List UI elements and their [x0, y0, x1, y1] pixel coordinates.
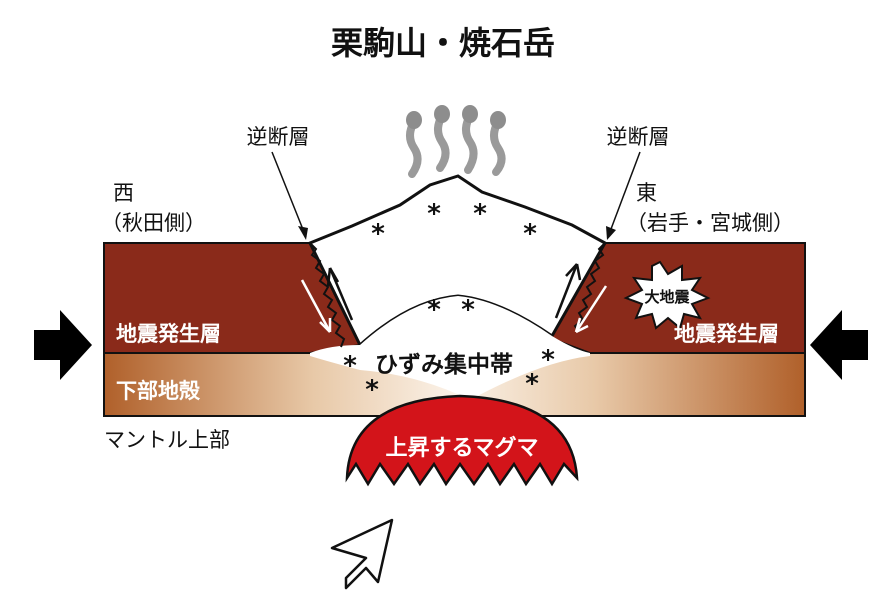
reverse-fault-left-line	[309, 242, 346, 348]
compression-arrow-left	[34, 310, 92, 380]
reverse-fault-left-pointer	[271, 151, 307, 238]
quake-asterisk: *	[525, 369, 539, 399]
steam-plume	[406, 118, 422, 178]
steam-plumes	[406, 112, 506, 178]
quake-asterisk: *	[461, 295, 475, 325]
big-quake-label: 大地震	[644, 288, 690, 306]
earthquake-markers: * * * * * * * * * *	[343, 199, 555, 405]
quake-asterisk: *	[473, 199, 487, 229]
reverse-fault-right-pointer	[607, 151, 641, 238]
steam-tops	[406, 105, 506, 129]
strain-zone-label: ひずみ集中帯	[375, 351, 513, 378]
quake-asterisk: *	[541, 345, 555, 375]
magma-body	[345, 394, 579, 487]
big-quake-burst	[623, 260, 711, 330]
quake-asterisk: *	[371, 219, 385, 249]
seismogenic-layer-left-label: 地震発生層	[116, 322, 221, 346]
steam-plume	[490, 118, 506, 176]
quake-asterisk: *	[365, 375, 379, 405]
steam-plume	[434, 112, 450, 172]
quake-asterisk: *	[427, 295, 441, 325]
seismogenic-layer-right-label: 地震発生層	[674, 322, 779, 346]
magma-rising-arrow	[330, 518, 394, 590]
magma-label: 上昇するマグマ	[385, 435, 538, 461]
quake-asterisk: *	[523, 219, 537, 249]
west-sub-label: （秋田側）	[101, 211, 206, 235]
slip-arrow-right-up	[554, 263, 582, 319]
reverse-fault-left-label: 逆断層	[247, 125, 310, 149]
reverse-fault-right-pointer-head	[606, 226, 616, 240]
reverse-fault-right-line	[573, 242, 606, 333]
slip-arrow-right-down	[574, 285, 608, 334]
slip-arrow-left-down	[300, 279, 332, 333]
slip-arrow-left-up	[326, 267, 354, 321]
compression-arrow-right	[810, 310, 868, 380]
quake-asterisk: *	[343, 351, 357, 381]
east-label: 東	[636, 181, 657, 205]
steam-plume	[462, 112, 478, 174]
diagram-title: 栗駒山・焼石岳	[331, 24, 555, 62]
reverse-fault-right-label: 逆断層	[607, 125, 670, 149]
east-sub-label: （岩手・宮城側）	[626, 211, 794, 235]
strain-zone-area	[310, 296, 590, 400]
lower-crust-label: 下部地殻	[116, 379, 201, 403]
reverse-fault-left-pointer-head	[298, 226, 308, 240]
quake-asterisk: *	[427, 199, 441, 229]
upper-mantle-label: マントル上部	[104, 428, 230, 452]
west-label: 西	[113, 181, 134, 205]
